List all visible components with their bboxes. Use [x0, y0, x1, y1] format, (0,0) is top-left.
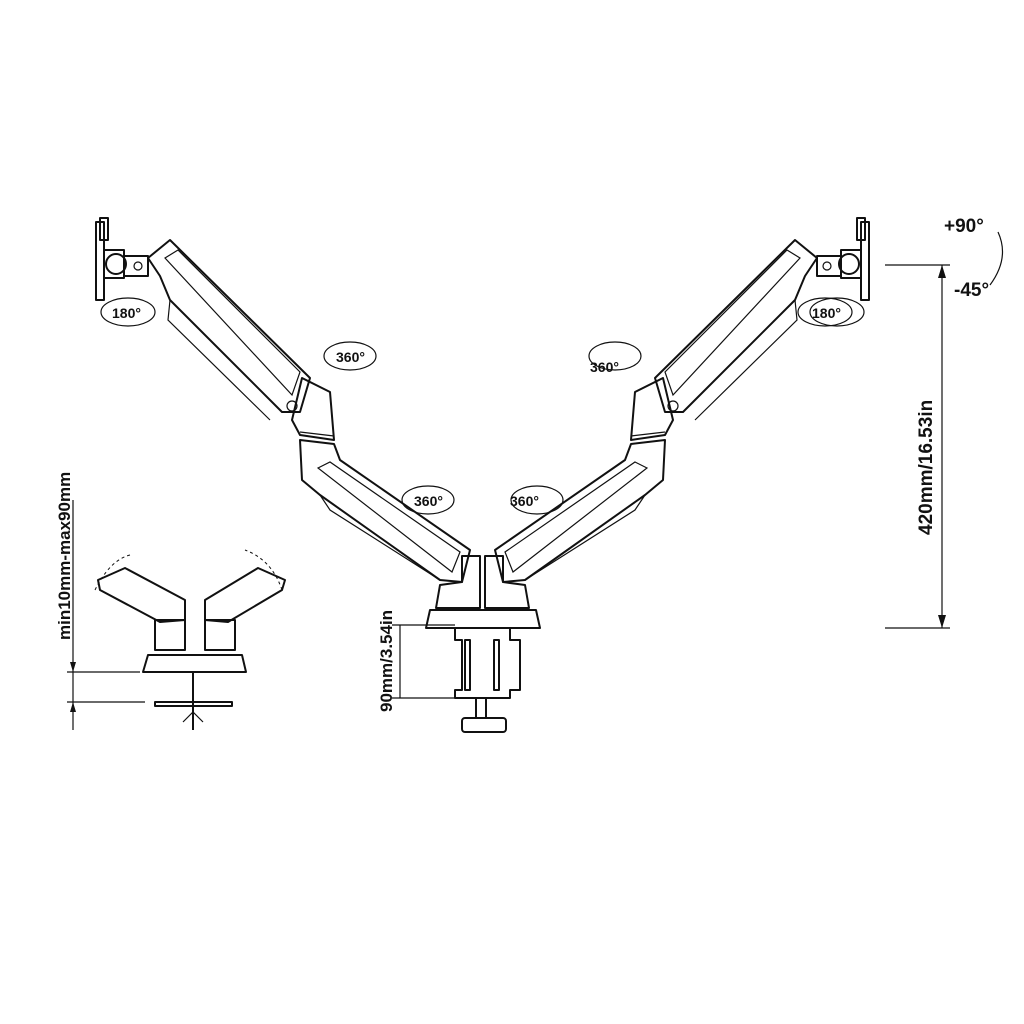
desk-thickness-label: min10mm-max90mm	[55, 472, 74, 640]
rotate-arrow-icon	[797, 297, 853, 327]
rotate-right-upper-label: 360°	[590, 359, 619, 375]
base-clamp	[425, 609, 541, 733]
tilt-down-label: -45°	[954, 280, 989, 301]
rotate-left-lower-label: 360°	[414, 493, 443, 509]
left-arm	[95, 217, 481, 609]
clamp-dimension	[392, 624, 455, 699]
tilt-arrow-icon	[989, 231, 1004, 286]
rotate-left-upper-label: 360°	[336, 349, 365, 365]
desk-thickness-inset	[67, 500, 286, 730]
clamp-dimension-label: 90mm/3.54in	[377, 610, 396, 712]
rotate-right-head-label: 180°	[812, 305, 841, 321]
height-dimension-label: 420mm/16.53in	[916, 400, 937, 535]
rotate-right-lower-label: 360°	[510, 493, 539, 509]
tilt-up-label: +90°	[944, 216, 984, 237]
rotate-left-head-label: 180°	[112, 305, 141, 321]
height-dimension	[885, 264, 950, 629]
right-arm	[484, 217, 870, 609]
